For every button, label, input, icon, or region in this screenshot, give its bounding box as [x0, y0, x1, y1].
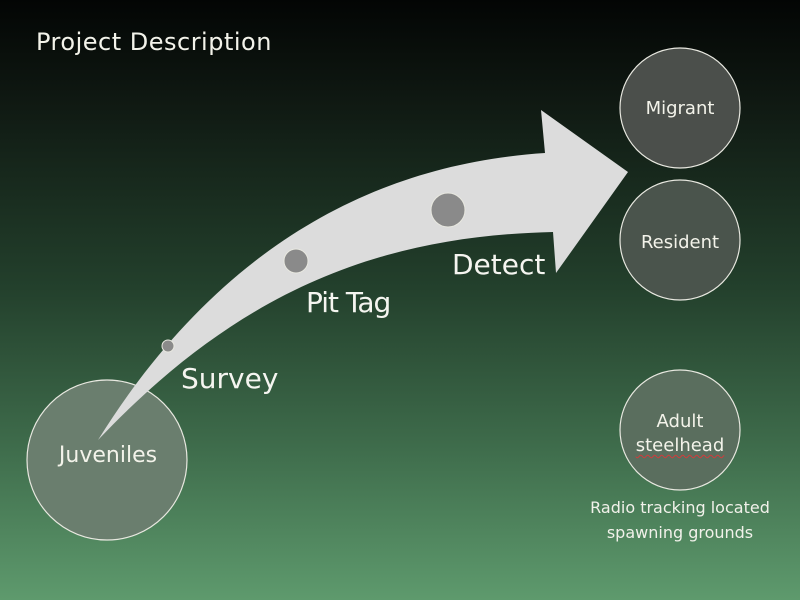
adult-steelhead-circle [619, 369, 741, 491]
juveniles-label: Juveniles [58, 443, 158, 468]
juveniles-circle [26, 379, 188, 541]
migrant-label: Migrant [645, 98, 715, 119]
stage-label-pit-tag: Pit Tag [306, 286, 391, 319]
curved-arrow [98, 110, 628, 440]
page-title: Project Description [36, 28, 272, 56]
migrant-circle [619, 47, 741, 169]
radio-tracking-note: Radio tracking located spawning grounds [570, 495, 790, 545]
resident-circle [619, 179, 741, 301]
survey-dot [161, 339, 175, 353]
stage-label-detect: Detect [452, 248, 546, 281]
resident-label: Resident [640, 232, 720, 253]
stage-label-survey: Survey [181, 362, 279, 395]
note-line1: Radio tracking located [590, 498, 770, 517]
pit-tag-dot [283, 248, 309, 274]
adult-steelhead-label: Adult steelhead [620, 410, 740, 458]
detect-dot [430, 192, 466, 228]
adult-label-line1: Adult [656, 411, 704, 432]
adult-label-line2: steelhead [635, 435, 725, 456]
note-line2: spawning grounds [606, 523, 754, 542]
